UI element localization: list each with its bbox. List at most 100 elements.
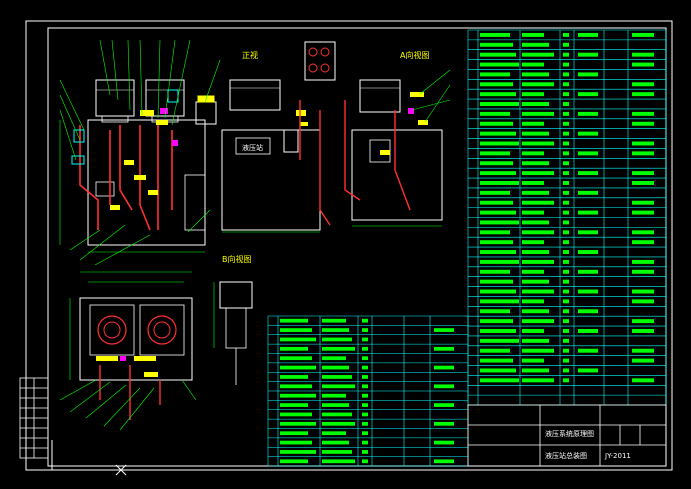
table-cell-text-mark <box>522 42 549 47</box>
tank-label: 液压站 <box>242 143 263 152</box>
table-cell-text-mark <box>522 220 549 225</box>
table-cell-text-mark <box>280 403 308 407</box>
title-block-project: 液压系统原理图 <box>545 429 594 438</box>
table-cell-text-mark <box>563 82 569 87</box>
table-cell-text-mark <box>632 240 654 245</box>
table-cell-text-mark <box>480 210 516 215</box>
table-cell-text-mark <box>480 279 513 284</box>
table-cell-text-mark <box>522 141 554 146</box>
table-cell-text-mark <box>322 403 349 407</box>
table-cell-text-mark <box>322 450 352 454</box>
table-cell-text-mark <box>280 375 308 379</box>
table-cell-text-mark <box>322 393 346 398</box>
table-cell-text-mark <box>563 240 569 245</box>
table-cell-text-mark <box>362 431 368 436</box>
table-cell-text-mark <box>522 348 554 353</box>
table-cell-text-mark <box>280 459 308 464</box>
table-cell-text-mark <box>280 337 316 342</box>
table-cell-text-mark <box>578 171 598 176</box>
center-view: 正视 液压站 <box>221 41 336 233</box>
table-cell-text-mark <box>563 52 569 57</box>
table-cell-text-mark <box>434 365 454 370</box>
parts-list-right <box>467 29 667 406</box>
table-cell-text-mark <box>480 141 519 146</box>
table-cell-text-mark <box>362 450 368 454</box>
table-cell-text-mark <box>480 200 513 205</box>
table-cell-text-mark <box>578 210 598 215</box>
table-cell-text-mark <box>522 338 549 343</box>
table-cell-text-mark <box>280 431 308 436</box>
table-cell-text-mark <box>522 259 554 264</box>
table-cell-text-mark <box>434 421 454 426</box>
table-cell-text-mark <box>280 440 312 445</box>
table-cell-text-mark <box>522 121 544 126</box>
table-cell-text-mark <box>632 32 654 37</box>
table-cell-text-mark <box>522 131 549 136</box>
parts-list-bottom-text <box>280 318 454 464</box>
table-cell-text-mark <box>480 42 513 47</box>
table-cell-text-mark <box>280 356 312 361</box>
table-cell-text-mark <box>632 151 654 156</box>
table-cell-text-mark <box>563 62 569 67</box>
table-cell-text-mark <box>522 102 549 106</box>
table-cell-text-mark <box>522 171 554 176</box>
table-cell-text-mark <box>522 62 544 67</box>
parts-list-right-text <box>480 32 654 383</box>
table-cell-text-mark <box>322 328 349 332</box>
table-cell-text-mark <box>632 121 654 126</box>
table-cell-text-mark <box>434 440 454 445</box>
center-view-label: 正视 <box>242 50 258 60</box>
table-cell-text-mark <box>480 92 516 97</box>
table-cell-text-mark <box>480 82 513 87</box>
table-cell-text-mark <box>434 459 454 464</box>
table-cell-text-mark <box>563 289 569 294</box>
table-cell-text-mark <box>362 356 368 361</box>
table-cell-text-mark <box>632 348 654 353</box>
table-cell-text-mark <box>434 403 454 407</box>
table-cell-text-mark <box>578 111 598 116</box>
table-cell-text-mark <box>563 250 569 255</box>
table-cell-text-mark <box>522 92 544 97</box>
table-cell-text-mark <box>280 421 316 426</box>
table-cell-text-mark <box>322 459 355 464</box>
table-cell-text-mark <box>563 309 569 314</box>
table-cell-text-mark <box>578 348 598 353</box>
table-cell-text-mark <box>480 230 510 235</box>
table-cell-text-mark <box>480 250 516 255</box>
table-cell-text-mark <box>362 328 368 332</box>
table-cell-text-mark <box>522 230 554 235</box>
table-cell-text-mark <box>578 289 598 294</box>
table-cell-text-mark <box>362 459 368 464</box>
table-cell-text-mark <box>563 220 569 225</box>
table-cell-text-mark <box>563 210 569 215</box>
table-cell-text-mark <box>563 279 569 284</box>
table-cell-text-mark <box>578 250 598 255</box>
table-cell-text-mark <box>632 210 654 215</box>
side-view: A向视图 <box>344 50 451 227</box>
table-cell-text-mark <box>522 368 549 373</box>
table-cell-text-mark <box>322 337 352 342</box>
table-cell-text-mark <box>563 92 569 97</box>
table-cell-text-mark <box>563 180 569 185</box>
table-cell-text-mark <box>480 348 510 353</box>
table-cell-text-mark <box>522 111 554 116</box>
table-cell-text-mark <box>578 329 598 333</box>
table-cell-text-mark <box>362 440 368 445</box>
table-cell-text-mark <box>322 384 355 389</box>
table-cell-text-mark <box>362 384 368 389</box>
table-cell-text-mark <box>563 131 569 136</box>
table-cell-text-mark <box>434 328 454 332</box>
table-cell-text-mark <box>480 289 516 294</box>
table-cell-text-mark <box>632 358 654 363</box>
table-cell-text-mark <box>280 412 312 417</box>
table-cell-text-mark <box>480 378 519 383</box>
table-cell-text-mark <box>480 180 519 185</box>
table-cell-text-mark <box>480 32 510 37</box>
table-cell-text-mark <box>632 52 654 57</box>
table-cell-text-mark <box>362 421 368 426</box>
table-cell-text-mark <box>522 151 544 156</box>
table-cell-text-mark <box>563 319 569 324</box>
table-cell-text-mark <box>480 358 513 363</box>
top-view-label: B向视图 <box>222 254 252 264</box>
